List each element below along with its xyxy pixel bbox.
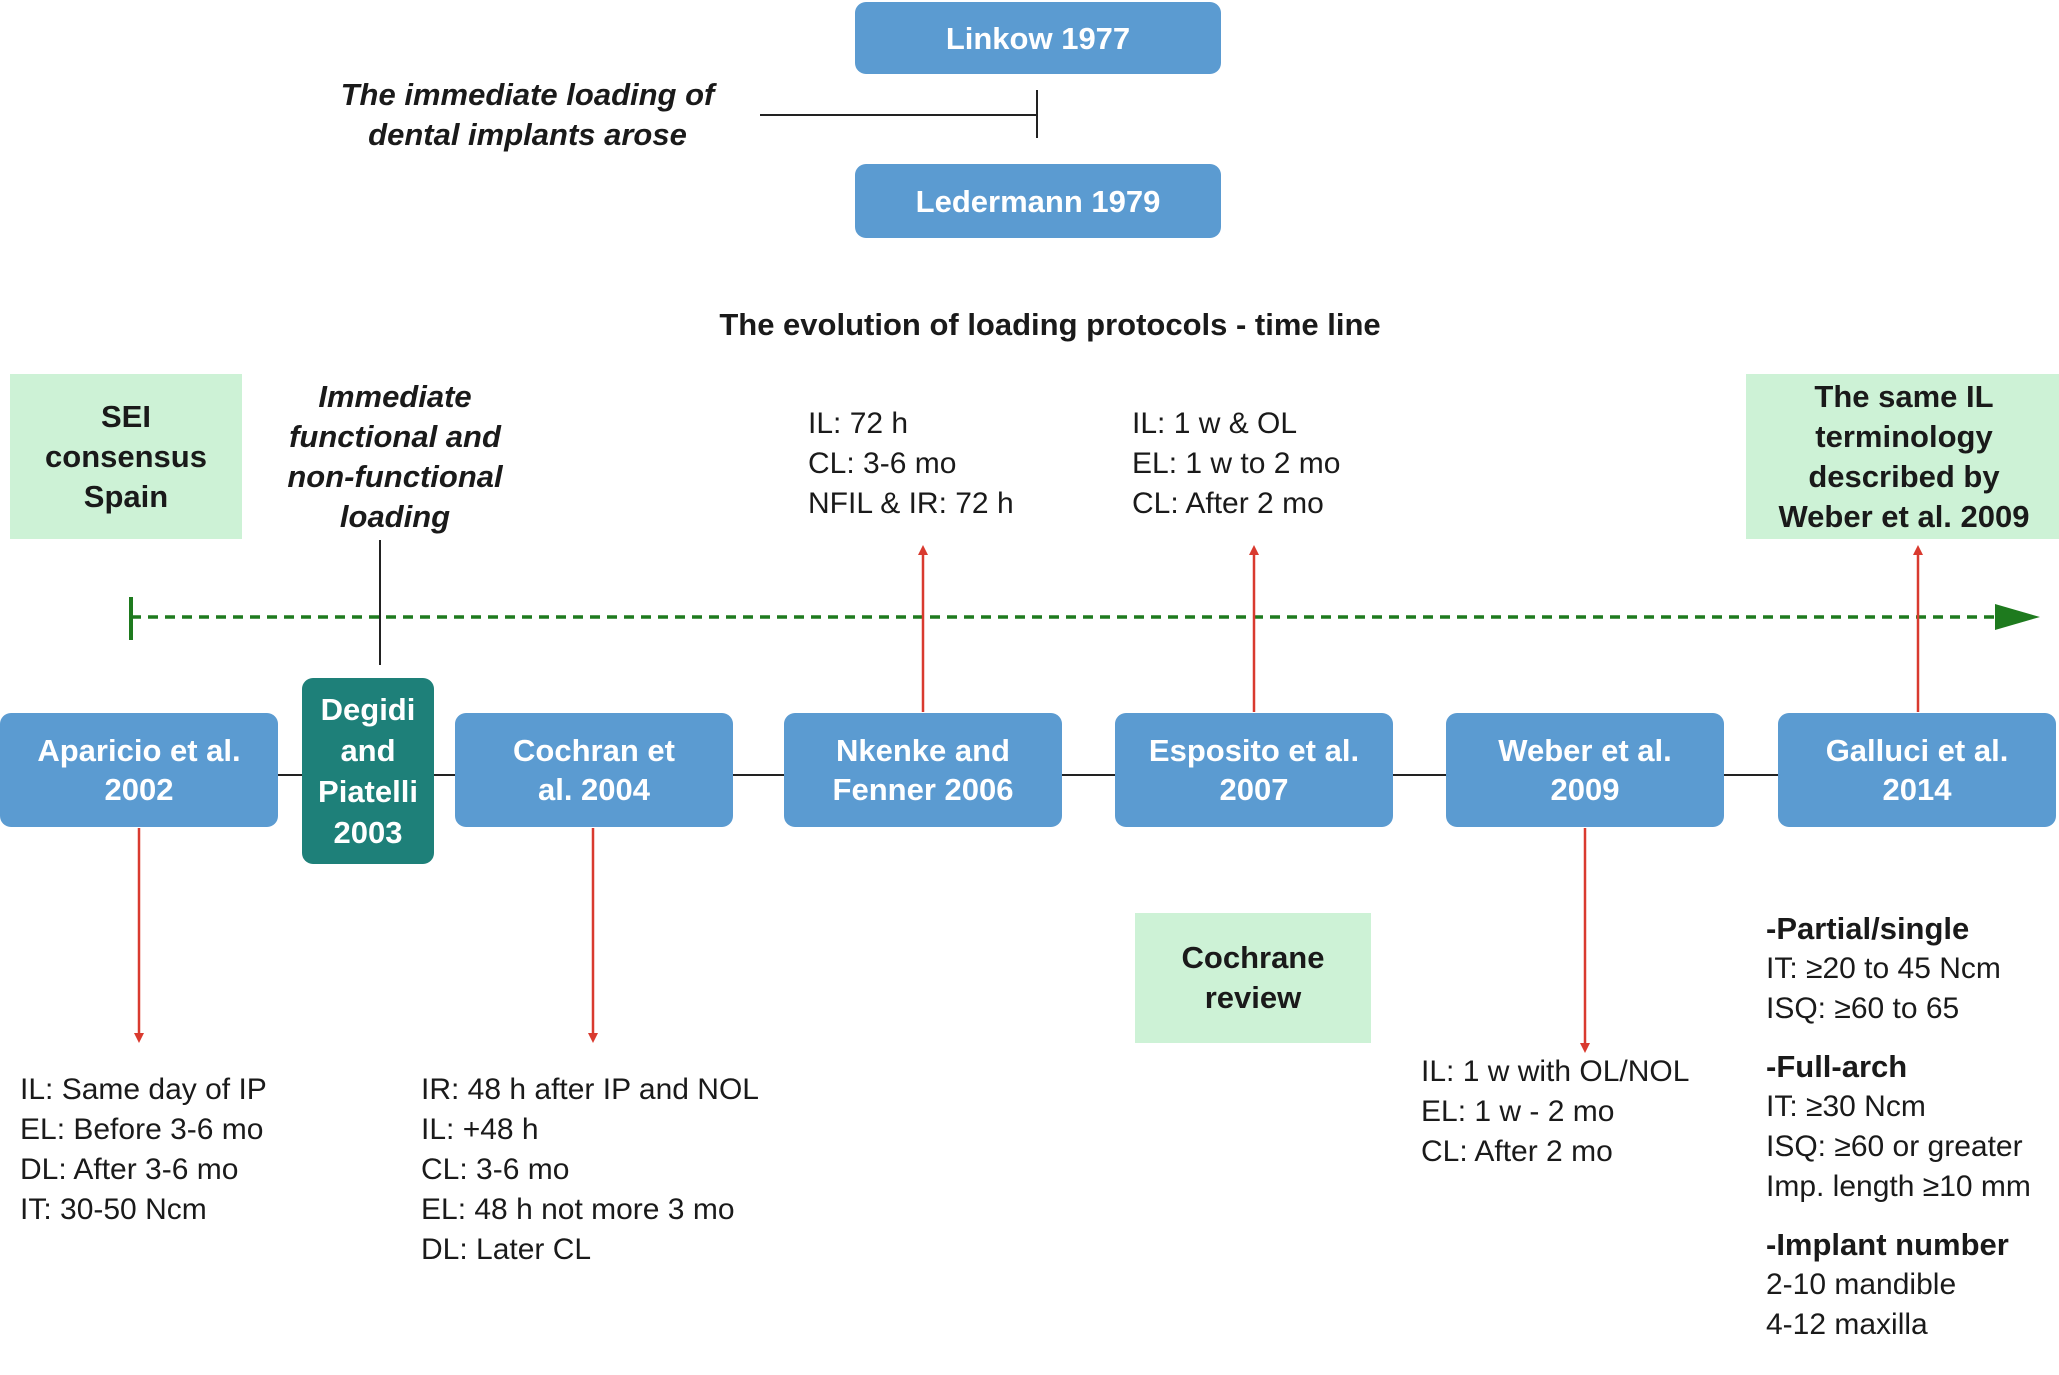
nkenke-notes: IL: 72 h CL: 3-6 mo NFIL & IR: 72 h: [808, 407, 1014, 520]
weber-notes: IL: 1 w with OL/NOL EL: 1 w - 2 mo CL: A…: [1421, 1055, 1690, 1168]
full-arch-lines: IT: ≥30 Ncm ISQ: ≥60 or greater Imp. len…: [1766, 1090, 2031, 1203]
cochran-notes: IR: 48 h after IP and NOL IL: +48 h CL: …: [421, 1073, 759, 1266]
sei-consensus-box: SEI consensus Spain: [10, 374, 242, 539]
galluci-notes: -Partial/single IT: ≥20 to 45 Ncm ISQ: ≥…: [1766, 909, 2031, 1345]
ledermann-box: Ledermann 1979: [855, 164, 1221, 238]
partial-single-lines: IT: ≥20 to 45 Ncm ISQ: ≥60 to 65: [1766, 952, 2001, 1025]
implant-number-lines: 2-10 mandible 4-12 maxilla: [1766, 1268, 1957, 1341]
esposito-notes: IL: 1 w & OL EL: 1 w to 2 mo CL: After 2…: [1132, 407, 1341, 520]
immediate-loading-note: Immediate functional and non-functional …: [287, 379, 503, 534]
linkow-box: Linkow 1977: [855, 2, 1221, 74]
timeline-box-esposito: Esposito et al. 2007: [1115, 713, 1393, 827]
timeline-box-galluci: Galluci et al. 2014: [1778, 713, 2056, 827]
green-arrowhead: [1995, 604, 2040, 630]
timeline-box-aparicio: Aparicio et al. 2002: [0, 713, 278, 827]
timeline-box-degidi: Degidi and Piatelli 2003: [302, 678, 434, 864]
aparicio-notes: IL: Same day of IP EL: Before 3-6 mo DL:…: [20, 1073, 267, 1226]
header-note: The immediate loading of dental implants…: [340, 77, 715, 152]
timeline-box-nkenke: Nkenke and Fenner 2006: [784, 713, 1062, 827]
implant-number-heading: -Implant number: [1766, 1227, 2009, 1262]
weber-terminology-box: The same IL terminology described by Web…: [1746, 374, 2059, 539]
partial-single-heading: -Partial/single: [1766, 911, 1970, 946]
timeline-box-weber: Weber et al. 2009: [1446, 713, 1724, 827]
cochrane-review-box: Cochrane review: [1135, 913, 1371, 1043]
full-arch-heading: -Full-arch: [1766, 1049, 1908, 1084]
timeline-box-cochran: Cochran et al. 2004: [455, 713, 733, 827]
diagram-title: The evolution of loading protocols - tim…: [719, 307, 1381, 342]
